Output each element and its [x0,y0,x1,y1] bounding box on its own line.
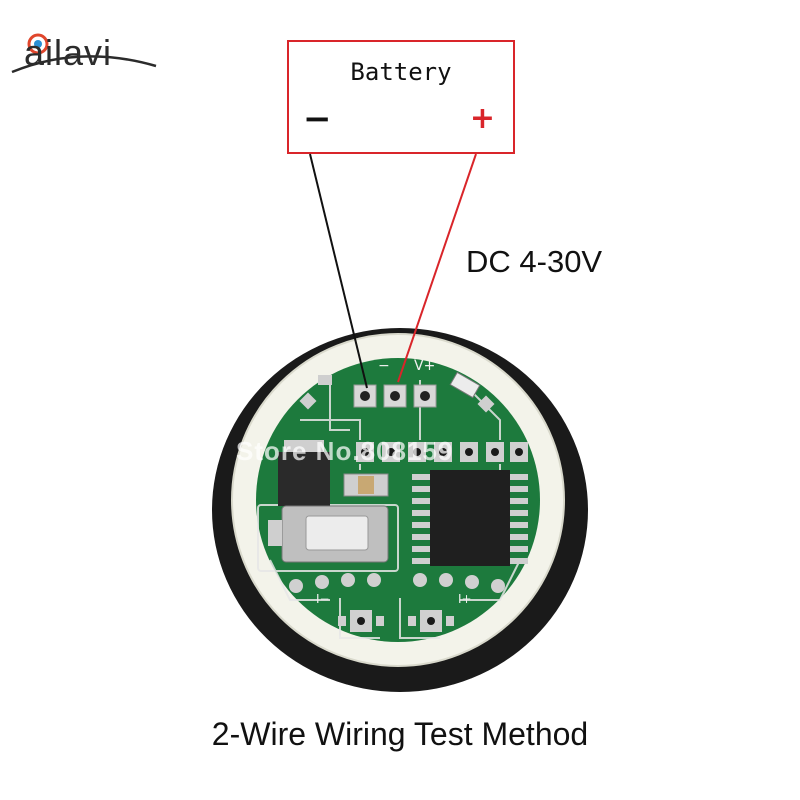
diagram-caption: 2-Wire Wiring Test Method [211,716,589,752]
regulator-chip [278,452,330,506]
pin-row [350,440,528,464]
push-button-switch [268,505,389,563]
pcb-label-minus: − [378,358,390,374]
logo-text: ailavi [24,32,113,73]
battery-label: Battery [350,58,452,86]
main-ic-chip [412,470,528,566]
voltage-label: DC 4-30V [466,244,603,279]
brand-logo: ailavi [10,14,160,76]
pcb-label-vplus: V+ [414,358,436,374]
battery-box: Battery − + [287,40,515,154]
header-pads [299,371,495,413]
logo-swoosh-icon [11,33,157,74]
battery-negative-terminal: − [303,99,332,139]
negative-wire [309,153,368,389]
battery-positive-terminal: + [469,101,495,136]
store-watermark: Store No.808159 [236,436,454,466]
pcb-label-i-minus: I− [316,592,330,606]
pcb-label-i-plus: I+ [458,592,472,606]
positive-wire [397,153,477,383]
